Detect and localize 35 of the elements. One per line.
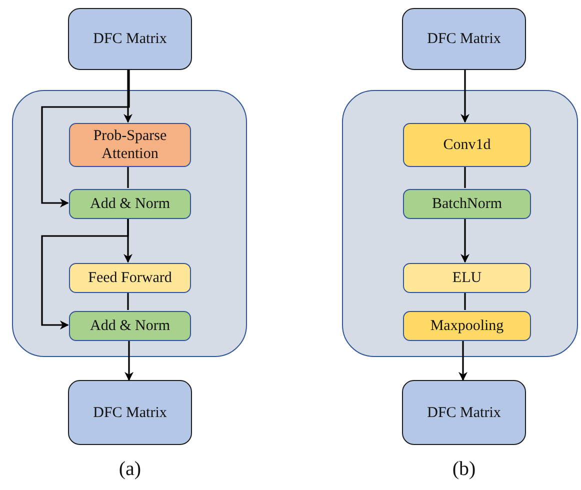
block-panel xyxy=(12,90,247,357)
node-label: Add & Norm xyxy=(89,317,171,335)
node-label: DFC Matrix xyxy=(426,30,502,48)
node-label: ELU xyxy=(451,269,483,287)
arrow xyxy=(460,70,470,123)
panel-caption: (b) xyxy=(452,458,476,481)
node-label: DFC Matrix xyxy=(92,404,168,422)
arrow xyxy=(41,218,129,330)
arrow xyxy=(124,70,132,123)
block-panel xyxy=(342,90,578,357)
matrix-box xyxy=(402,8,526,70)
node-label: Conv1d xyxy=(442,136,492,154)
matrix-box xyxy=(68,8,192,70)
node-label: BatchNorm xyxy=(431,195,503,213)
arrow xyxy=(124,340,134,381)
node-label: Feed Forward xyxy=(87,269,173,287)
node-label: DFC Matrix xyxy=(92,30,168,48)
layer-box xyxy=(69,263,191,293)
matrix-box xyxy=(68,380,192,445)
matrix-box xyxy=(402,380,526,445)
node-label: Maxpooling xyxy=(429,317,505,335)
layer-box xyxy=(403,263,531,293)
layer-box xyxy=(69,189,191,219)
layer-box xyxy=(403,311,531,341)
node-label: Prob-Sparse Attention xyxy=(92,127,168,163)
arrow xyxy=(460,218,470,263)
layer-box xyxy=(403,189,531,219)
arrow xyxy=(41,70,130,208)
panel-caption: (a) xyxy=(118,458,142,481)
arrow xyxy=(458,340,468,381)
node-label: Add & Norm xyxy=(89,195,171,213)
layer-box xyxy=(69,311,191,341)
layer-box xyxy=(403,123,531,167)
node-label: DFC Matrix xyxy=(426,404,502,422)
layer-box xyxy=(69,123,191,167)
